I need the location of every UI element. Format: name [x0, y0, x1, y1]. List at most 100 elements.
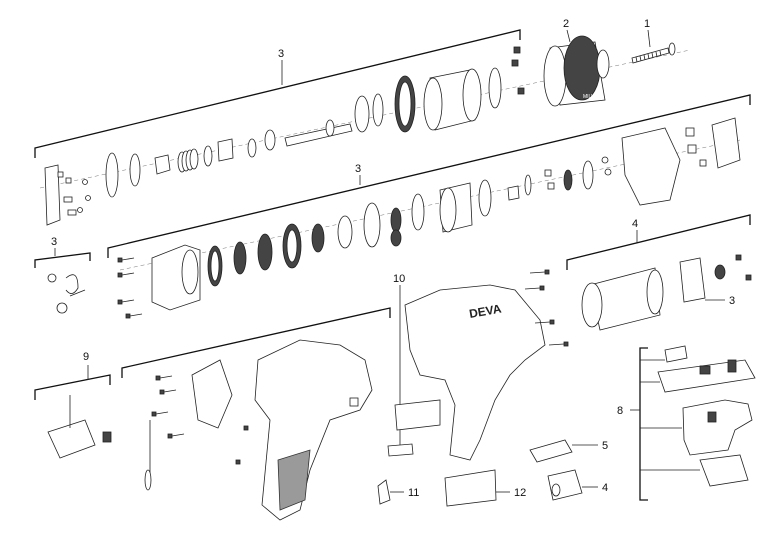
callout-5: 4 — [632, 218, 638, 230]
washer — [488, 67, 502, 109]
housing-logo: DEVA — [468, 301, 503, 320]
pinion — [714, 264, 726, 280]
switch-parts — [657, 345, 756, 487]
callout-3-top: 3 — [278, 48, 284, 60]
group-4-bracket — [34, 248, 91, 268]
ball — [82, 179, 88, 185]
housing-left-parts — [144, 339, 373, 521]
small-block — [57, 171, 64, 178]
rear-plate — [44, 164, 61, 226]
housing-left-bracket — [121, 307, 391, 378]
ball — [77, 207, 83, 213]
leader-2 — [566, 29, 571, 43]
callout-1: 1 — [644, 18, 650, 30]
callout-6: 4 — [602, 482, 608, 494]
group-3-middle-bracket — [107, 94, 751, 258]
housing-half-right — [404, 284, 546, 461]
washer — [247, 138, 257, 158]
group-4-parts — [47, 273, 86, 314]
motor — [581, 254, 752, 331]
small-block — [547, 182, 555, 190]
callout-7: 5 — [602, 440, 608, 452]
ball — [604, 168, 612, 176]
end-plate — [711, 117, 741, 169]
callout-12: 12 — [514, 487, 526, 499]
chuck-badge: MILW — [583, 94, 596, 100]
part-6 — [547, 469, 598, 501]
seal — [144, 469, 152, 491]
switch-pcb — [657, 359, 756, 393]
sun-gear — [311, 223, 325, 253]
spindle-collar — [325, 119, 335, 137]
callout-11: 11 — [408, 487, 419, 499]
screw — [513, 46, 521, 54]
grip-overmold — [277, 449, 311, 511]
callout-2: 2 — [563, 18, 569, 30]
switch-terminal — [707, 411, 717, 423]
clutch-spring — [177, 148, 199, 173]
callout-9: 9 — [83, 351, 89, 363]
small-block — [544, 169, 552, 177]
retaining-ring — [372, 93, 384, 127]
washer — [105, 152, 119, 198]
ball — [601, 156, 609, 164]
callout-10: 10 — [393, 273, 405, 285]
small-block — [67, 209, 77, 216]
carrier — [337, 215, 353, 249]
chuck-screw — [631, 42, 676, 64]
spindle — [284, 123, 353, 147]
forward-reverse-switch — [699, 454, 749, 487]
washer — [129, 153, 141, 187]
planet-gear — [390, 207, 402, 233]
screw — [511, 59, 519, 67]
callout-3-middle: 3 — [355, 163, 361, 175]
belt-clip — [47, 395, 112, 459]
label-plate — [394, 399, 441, 431]
housing-half-left — [254, 339, 373, 521]
small-block — [685, 127, 695, 137]
callout-8: 8 — [617, 405, 623, 417]
motor-plate — [679, 257, 706, 303]
group-3-top-bracket — [34, 29, 521, 158]
chuck: MILW — [543, 35, 610, 107]
group-5-bracket — [566, 214, 751, 270]
housing-face — [181, 249, 199, 295]
small-block — [65, 177, 72, 184]
clutch-pin-holder — [217, 138, 234, 162]
screw — [517, 87, 525, 95]
housing-right-screws — [524, 269, 569, 347]
end-cap — [191, 359, 233, 429]
washer — [478, 179, 492, 217]
ball — [85, 195, 91, 201]
switch-clip — [664, 345, 688, 363]
trigger-switch — [682, 399, 753, 456]
front-gearbox-housing — [621, 127, 681, 206]
small-block — [63, 196, 73, 203]
pcb-component — [699, 365, 711, 375]
group-9-bracket — [34, 365, 111, 400]
retaining-ring — [354, 95, 370, 133]
clutch-bracket — [154, 154, 171, 175]
small-block — [687, 144, 697, 154]
pcb-component — [727, 359, 737, 373]
clutch-collar-back — [462, 68, 482, 122]
ring-gear-spring-inner — [398, 81, 412, 127]
housing-right-parts: DEVA — [404, 269, 569, 461]
small-label — [387, 443, 414, 457]
clutch-collar-face — [423, 77, 443, 131]
small-block — [699, 159, 707, 167]
screw — [745, 274, 752, 281]
washer — [264, 129, 276, 151]
gear — [563, 169, 573, 191]
planet-gear — [233, 241, 247, 275]
top-gearbox-parts — [44, 46, 525, 226]
screws-left — [117, 257, 143, 319]
carrier — [411, 193, 425, 231]
washer — [582, 160, 594, 190]
ring — [363, 202, 381, 248]
part-11 — [377, 479, 404, 505]
screw — [735, 254, 742, 261]
planet-gear — [390, 229, 402, 247]
part-7 — [529, 439, 598, 463]
